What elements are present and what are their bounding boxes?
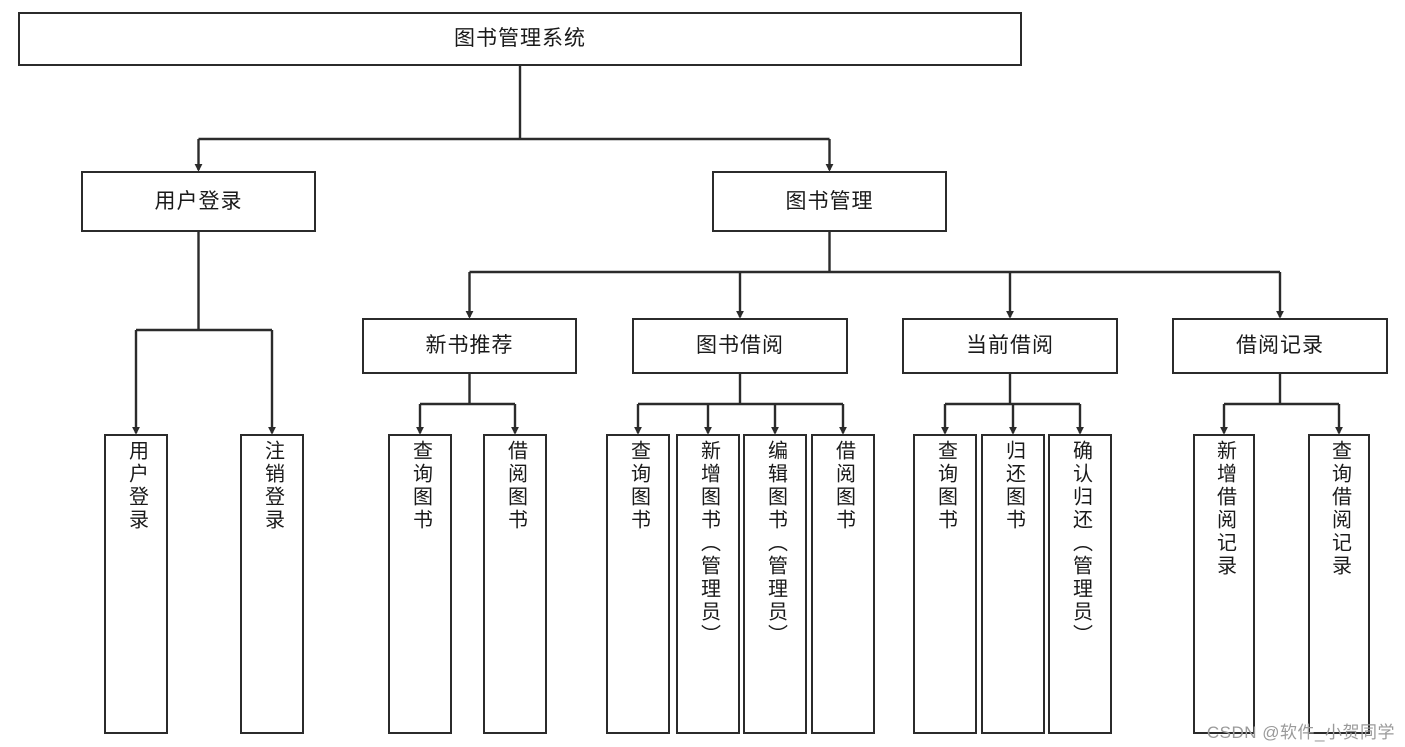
node-label: 新书推荐	[425, 334, 514, 358]
node-leaf-confirm-return[interactable]: 确认归还（管理员）	[1048, 434, 1112, 734]
node-label: 归还图书	[1002, 440, 1025, 532]
node-leaf-query-book-3[interactable]: 查询图书	[913, 434, 977, 734]
node-label: 查询借阅记录	[1328, 440, 1351, 578]
node-label: 借阅图书	[504, 440, 527, 532]
node-label: 用户登录	[125, 440, 148, 532]
node-leaf-return-book[interactable]: 归还图书	[981, 434, 1045, 734]
node-leaf-edit-book[interactable]: 编辑图书（管理员）	[743, 434, 807, 734]
node-leaf-user-login[interactable]: 用户登录	[104, 434, 168, 734]
node-current-borrow[interactable]: 当前借阅	[902, 318, 1118, 374]
node-label: 新增借阅记录	[1213, 440, 1236, 578]
node-label: 图书管理系统	[454, 27, 586, 51]
node-book-borrow[interactable]: 图书借阅	[632, 318, 848, 374]
node-leaf-borrow-book-1[interactable]: 借阅图书	[483, 434, 547, 734]
node-label: 查询图书	[934, 440, 957, 532]
node-label: 当前借阅	[966, 334, 1054, 358]
node-label: 确认归还（管理员）	[1069, 440, 1092, 647]
node-label: 注销登录	[261, 440, 284, 532]
csdn-watermark: CSDN @软件_小贺同学	[1206, 723, 1395, 742]
node-label: 编辑图书（管理员）	[764, 440, 787, 647]
node-leaf-add-book[interactable]: 新增图书（管理员）	[676, 434, 740, 734]
node-user-login[interactable]: 用户登录	[81, 171, 316, 232]
node-label: 查询图书	[627, 440, 650, 532]
node-leaf-logout-login[interactable]: 注销登录	[240, 434, 304, 734]
node-leaf-add-record[interactable]: 新增借阅记录	[1193, 434, 1255, 734]
node-label: 图书借阅	[696, 334, 784, 358]
node-label: 新增图书（管理员）	[697, 440, 720, 647]
node-label: 图书管理	[785, 189, 874, 213]
node-root[interactable]: 图书管理系统	[18, 12, 1022, 66]
node-leaf-query-book-1[interactable]: 查询图书	[388, 434, 452, 734]
node-label: 查询图书	[409, 440, 432, 532]
node-leaf-borrow-book-2[interactable]: 借阅图书	[811, 434, 875, 734]
node-label: 借阅图书	[832, 440, 855, 532]
node-borrow-record[interactable]: 借阅记录	[1172, 318, 1388, 374]
node-label: 借阅记录	[1236, 334, 1324, 358]
node-leaf-query-book-2[interactable]: 查询图书	[606, 434, 670, 734]
node-leaf-query-record[interactable]: 查询借阅记录	[1308, 434, 1370, 734]
node-label: 用户登录	[154, 189, 243, 213]
node-new-book-recommend[interactable]: 新书推荐	[362, 318, 577, 374]
node-book-manage[interactable]: 图书管理	[712, 171, 947, 232]
